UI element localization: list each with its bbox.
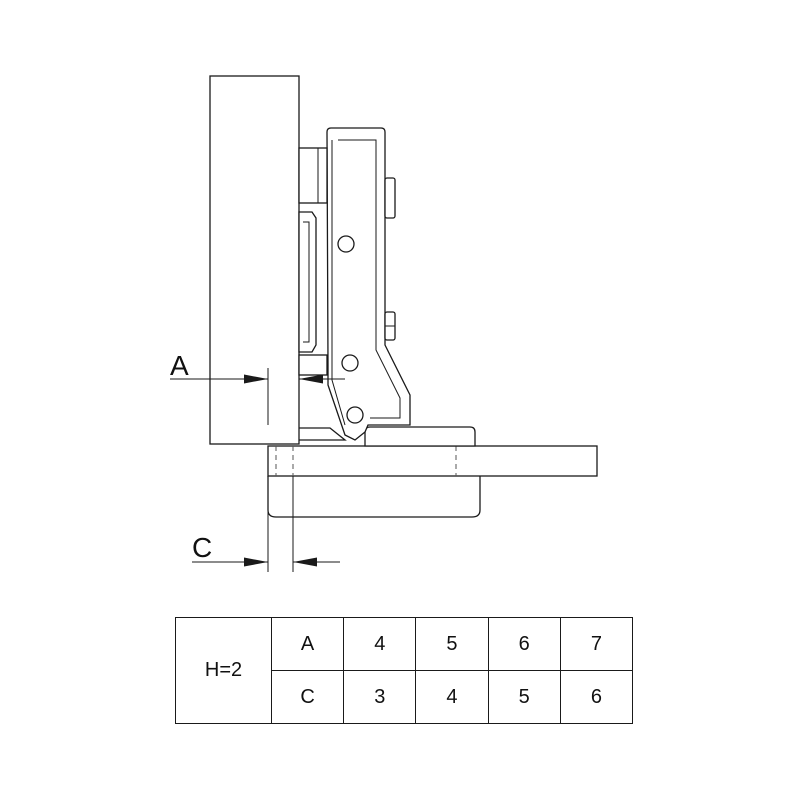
row-label: A: [270, 617, 345, 671]
dim-a-arrow-left: [244, 374, 268, 384]
cup-top-block: [298, 147, 328, 204]
hinge-cup-bar: [364, 426, 476, 447]
table-cell: 4: [415, 670, 489, 724]
table-cell: 6: [559, 670, 634, 724]
table-cell: 7: [559, 617, 634, 671]
hinge-arm-inner-left: [331, 140, 346, 426]
dim-c-arrow-right: [293, 557, 317, 567]
table-cell: 3: [343, 670, 417, 724]
spec-table: H=2 A 4 5 6 7 C 3 4 5 6: [175, 617, 634, 724]
cup-slide-inner: [303, 221, 310, 343]
table-row: C 3 4 5 6: [176, 670, 634, 724]
table-cell: 4: [343, 617, 417, 671]
table-cell: 6: [487, 617, 561, 671]
hinge-arm-inner: [338, 139, 401, 419]
dim-a-label: A: [170, 350, 189, 381]
dim-c-label: C: [192, 532, 212, 563]
knob-upper: [384, 177, 396, 219]
hole-bottom: [346, 406, 364, 424]
row-label: C: [270, 670, 345, 724]
hole-top: [337, 235, 355, 253]
hinge-drawing: A C: [170, 75, 598, 572]
table-row: H=2 A 4 5 6 7: [175, 617, 634, 724]
table-header-cell: H=2: [175, 617, 272, 724]
plate-underside: [267, 476, 481, 518]
door-panel: [209, 75, 300, 445]
dim-a-arrow-right: [299, 374, 323, 384]
mounting-plate: [267, 445, 598, 477]
cup-bottom: [299, 427, 347, 441]
cup-lower-block: [298, 354, 328, 376]
table-cell: 5: [415, 617, 489, 671]
hole-middle: [341, 354, 359, 372]
cup-slide-rail: [298, 211, 317, 353]
table-cell: 5: [487, 670, 561, 724]
dim-c-arrow-left: [244, 557, 268, 567]
